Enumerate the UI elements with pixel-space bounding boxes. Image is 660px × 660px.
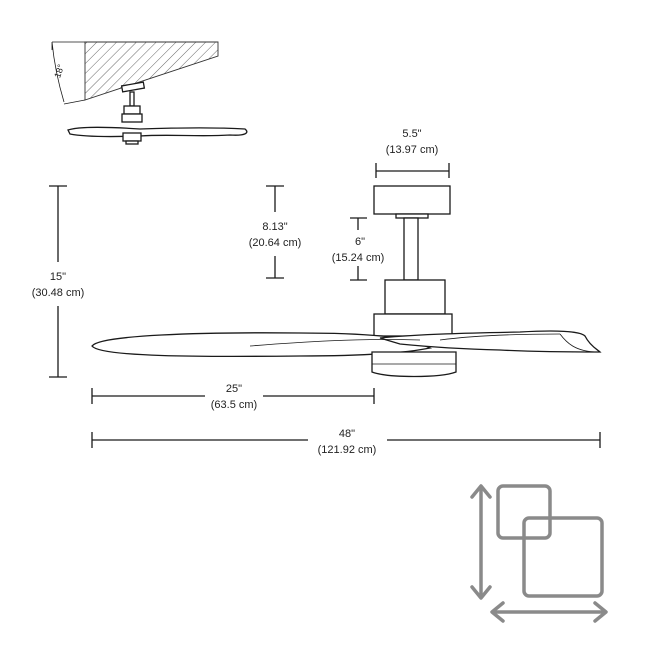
dimension-blade-length: 25" (63.5 cm) bbox=[91, 383, 375, 411]
dim-downrod-metric: (15.24 cm) bbox=[332, 252, 385, 264]
dim-ceiling-blade-imperial: 8.13" bbox=[262, 221, 287, 233]
dimension-canopy-width: 5.5" (13.97 cm) bbox=[375, 128, 450, 178]
dimension-downrod: 6" (15.24 cm) bbox=[332, 217, 385, 281]
dim-downrod-imperial: 6" bbox=[355, 236, 365, 248]
slope-angle-label: 18° bbox=[52, 63, 66, 79]
dim-span-imperial: 48" bbox=[339, 428, 355, 440]
sloped-ceiling-hatch bbox=[84, 41, 219, 101]
dimension-span: 48" (121.92 cm) bbox=[91, 428, 601, 456]
motor-housing-band bbox=[373, 313, 453, 337]
dim-span-metric: (121.92 cm) bbox=[318, 444, 377, 456]
downrod bbox=[403, 217, 419, 281]
dim-blade-imperial: 25" bbox=[226, 383, 242, 395]
motor-housing-top bbox=[384, 279, 446, 315]
dim-ceiling-blade-metric: (20.64 cm) bbox=[249, 237, 302, 249]
dim-blade-metric: (63.5 cm) bbox=[211, 399, 257, 411]
dimension-total-height: 15" (30.48 cm) bbox=[32, 185, 85, 378]
canopy bbox=[373, 185, 451, 215]
fan-blade-left bbox=[91, 332, 433, 358]
dim-canopy-metric: (13.97 cm) bbox=[386, 144, 439, 156]
sloped-ceiling-view: 18° bbox=[51, 41, 248, 145]
fan-blade-right bbox=[379, 330, 602, 353]
dimensions-icon bbox=[470, 484, 608, 623]
ceiling-fan-drawing bbox=[91, 185, 602, 378]
dimension-ceiling-to-blade: 8.13" (20.64 cm) bbox=[249, 185, 302, 279]
mini-fan-blade bbox=[67, 126, 248, 138]
dim-height-imperial: 15" bbox=[50, 271, 66, 283]
dim-canopy-imperial: 5.5" bbox=[402, 128, 421, 140]
dim-height-metric: (30.48 cm) bbox=[32, 287, 85, 299]
